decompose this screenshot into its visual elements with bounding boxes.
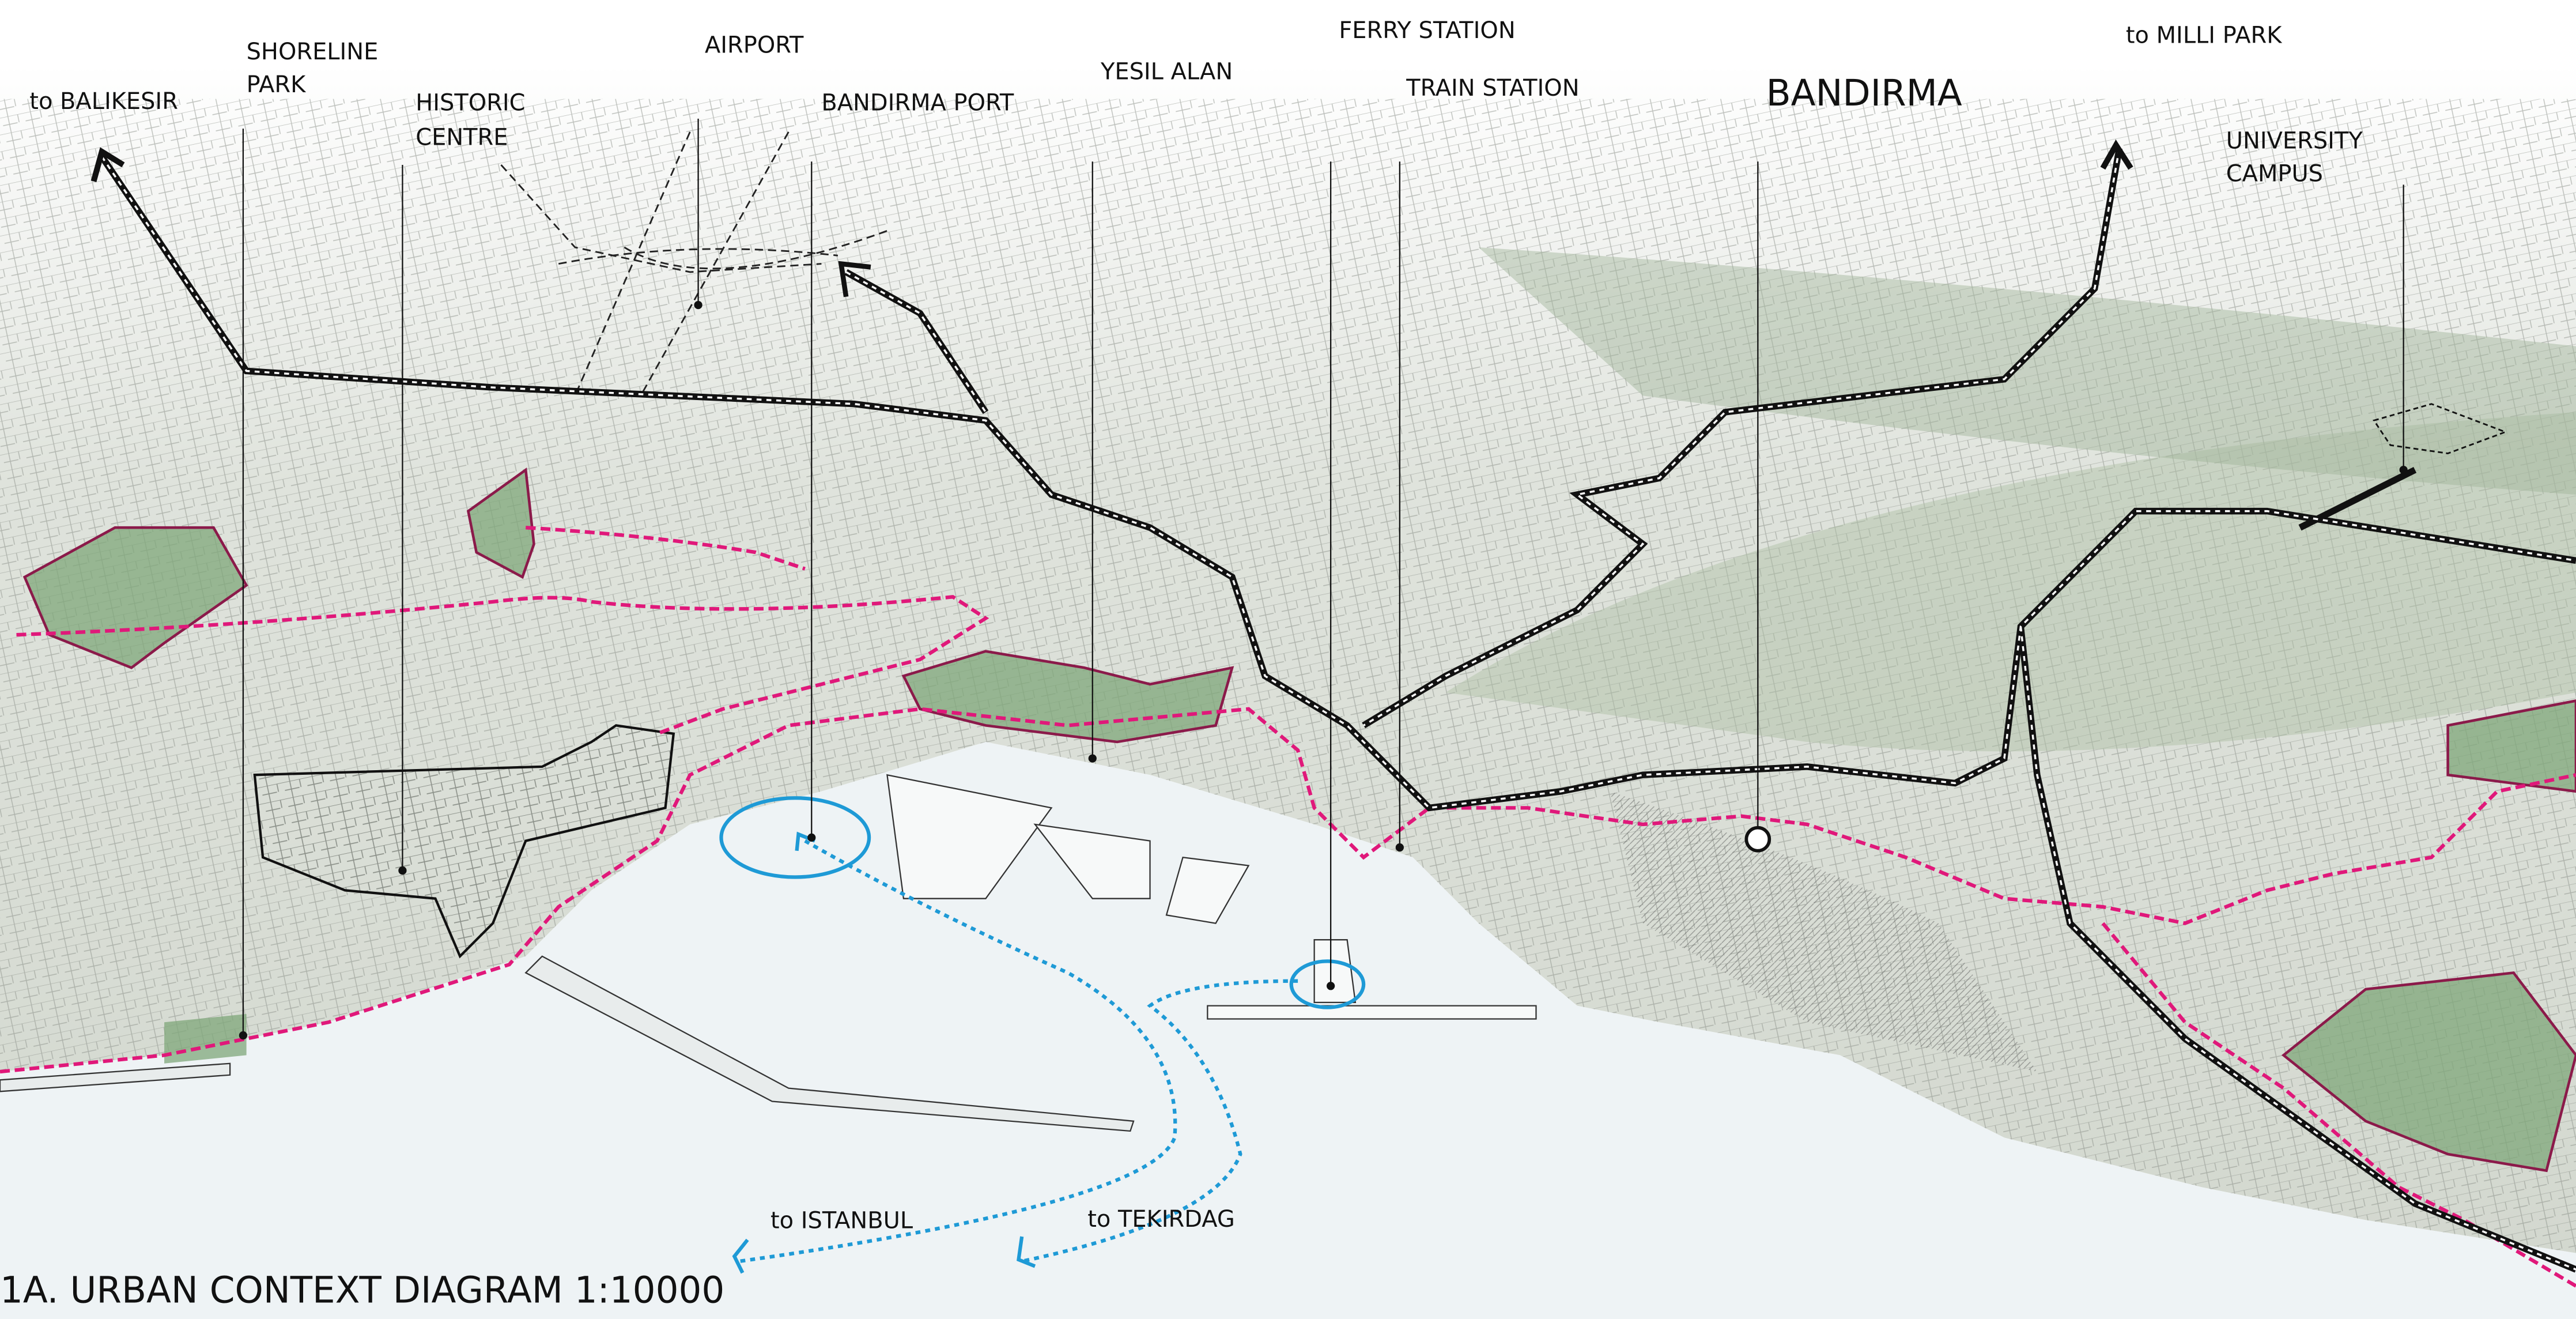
- bandirma-center-marker: [1744, 826, 1772, 853]
- arrow-istanbul-icon: [732, 1238, 749, 1274]
- marker-university-campus: [2399, 465, 2408, 474]
- escarpment: [1610, 791, 2037, 1072]
- marker-historic-centre: [398, 866, 407, 875]
- label-university-campus-line1: UNIVERSITY: [2226, 127, 2363, 154]
- label-to-balikesir: to BALIKESIR: [29, 88, 178, 115]
- location-markers: [239, 300, 2408, 1040]
- green-hills: [1445, 412, 2576, 752]
- airport-runways: [500, 131, 887, 397]
- green-hills: [1478, 247, 2576, 495]
- label-yesil-alan: YESIL ALAN: [1100, 58, 1233, 85]
- arrow-balikesir-icon: [90, 147, 125, 182]
- park-shoreline: [164, 1013, 247, 1064]
- university-campus-outline: [2373, 403, 2508, 454]
- major-roads: [90, 140, 2576, 1273]
- marker-shoreline-park: [239, 1031, 248, 1040]
- label-to-istanbul: to ISTANBUL: [770, 1208, 913, 1234]
- label-train-station: TRAIN STATION: [1406, 75, 1579, 101]
- label-shoreline-park-line1: SHORELINE: [247, 39, 379, 65]
- map-labels: to BALIKESIR SHORELINE PARK HISTORIC CEN…: [0, 17, 2363, 1312]
- label-to-milli-park: to MILLI PARK: [2126, 22, 2283, 48]
- label-bandirma-port: BANDIRMA PORT: [821, 90, 1014, 116]
- arrow-tekirdag-icon: [1017, 1236, 1036, 1268]
- label-airport: AIRPORT: [705, 32, 804, 58]
- sea: [0, 742, 2576, 1319]
- park-southeast: [2281, 971, 2576, 1173]
- marker-airport: [694, 300, 702, 310]
- label-historic-centre-line2: CENTRE: [416, 125, 508, 151]
- marker-train-station: [1395, 843, 1404, 852]
- diagram-title: 1A. URBAN CONTEXT DIAGRAM 1:10000: [0, 1269, 724, 1311]
- marker-yesil-alan: [1088, 754, 1097, 763]
- label-ferry-station: FERRY STATION: [1339, 17, 1515, 44]
- port-ferry-circle: [719, 796, 871, 879]
- marker-ferry-station: [1326, 982, 1335, 990]
- label-historic-centre-line1: HISTORIC: [416, 90, 525, 116]
- label-to-tekirdag: to TEKIRDAG: [1087, 1206, 1235, 1233]
- label-university-campus-line2: CAMPUS: [2226, 161, 2323, 187]
- historic-centre-area: [253, 724, 675, 959]
- marker-bandirma-port: [807, 833, 816, 842]
- label-bandirma: BANDIRMA: [1766, 72, 1962, 114]
- park-east: [2446, 699, 2576, 793]
- ferry-station-circle: [1289, 959, 1366, 1009]
- leader-lines: [242, 118, 2404, 1036]
- arrow-milli-park-icon: [2100, 140, 2133, 170]
- arrow-airport-icon: [838, 261, 871, 297]
- ferry-routes: [719, 796, 1366, 1274]
- label-shoreline-park-line2: PARK: [247, 71, 307, 98]
- port-docks: [0, 774, 1537, 1132]
- park-north: [466, 467, 535, 579]
